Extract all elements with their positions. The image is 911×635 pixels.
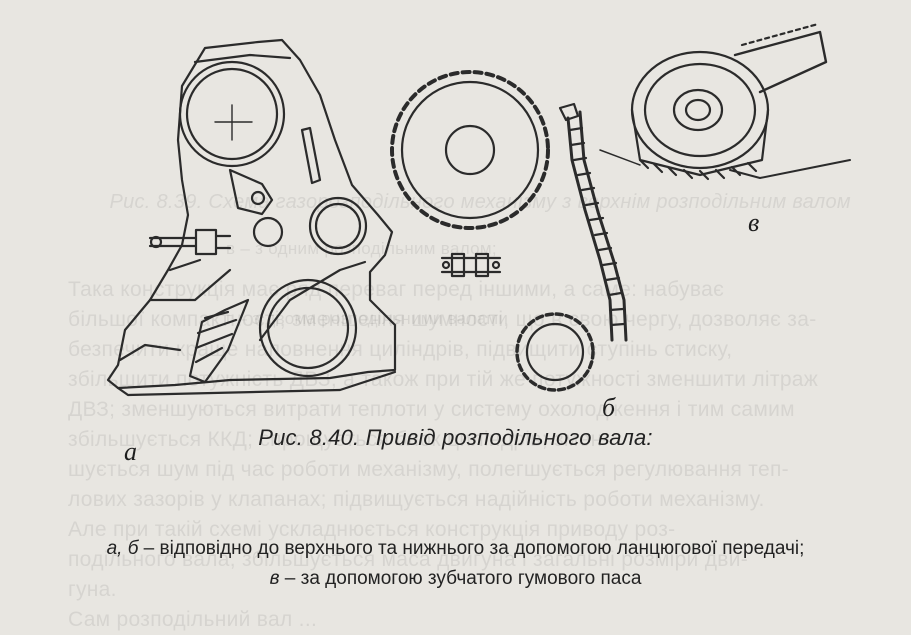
panel-b-drawing bbox=[390, 70, 628, 392]
figure-caption-line-1: а, б – відповідно до верхнього та нижньо… bbox=[0, 538, 911, 560]
panel-label-a: а bbox=[124, 437, 137, 466]
caption-line-2-text: – за допомогою зубчатого гумового паса bbox=[279, 568, 642, 589]
figure-caption-title: Рис. 8.40. Привід розподільного вала: bbox=[258, 425, 653, 450]
bleed-body-line: Така конструкція має ряд переваг перед і… bbox=[68, 278, 725, 301]
scanned-page: Рис. 8.39. Схема газорозподільного механ… bbox=[0, 22, 911, 631]
bleed-caption-line: Рис. 8.39. Схема газорозподільного механ… bbox=[109, 191, 851, 213]
caption-panels-ab: а, б bbox=[106, 538, 139, 559]
caption-line-1-text: – відповідно до верхнього та нижнього за… bbox=[138, 538, 805, 559]
bleed-body-line: більшої компактності, зменшення шумності… bbox=[68, 308, 817, 331]
camshaft-drive-figure bbox=[106, 22, 851, 397]
bleed-body-line: збільшується ККД; спрощується блок цилін… bbox=[68, 428, 610, 451]
bleed-body-line: Сам розподільний вал ... bbox=[68, 608, 318, 631]
bleed-body-line: подільного вала, збільшується маса двигу… bbox=[68, 548, 749, 571]
panel-c-drawing bbox=[599, 22, 851, 181]
panel-a-drawing bbox=[106, 38, 397, 397]
bleed-body-line: збільшити потужність ДВЗ, а також при ті… bbox=[68, 368, 819, 391]
bleed-body-line: гуна. bbox=[68, 578, 117, 601]
bleed-body-line: безпечити краще наповнення циліндрів, пі… bbox=[68, 338, 733, 361]
caption-panel-c: в bbox=[269, 568, 280, 589]
bleed-body-line: лових зазорів у клапанах; підвищується н… bbox=[68, 488, 765, 511]
bleed-caption-sub-line: г – з двома розподільними валами bbox=[226, 309, 509, 328]
bleed-body-line: шується шум під час роботи механізму, по… bbox=[68, 458, 789, 481]
bleed-body-line: ДВЗ; зменшуються витрати теплоти у систе… bbox=[68, 398, 795, 421]
panel-label-b: б bbox=[602, 393, 616, 422]
panel-label-c: в bbox=[748, 208, 760, 237]
bleed-body-line: Але при такій схемі ускладнюється констр… bbox=[68, 518, 676, 541]
figure-caption-line-2: в – за допомогою зубчатого гумового паса bbox=[0, 568, 911, 590]
